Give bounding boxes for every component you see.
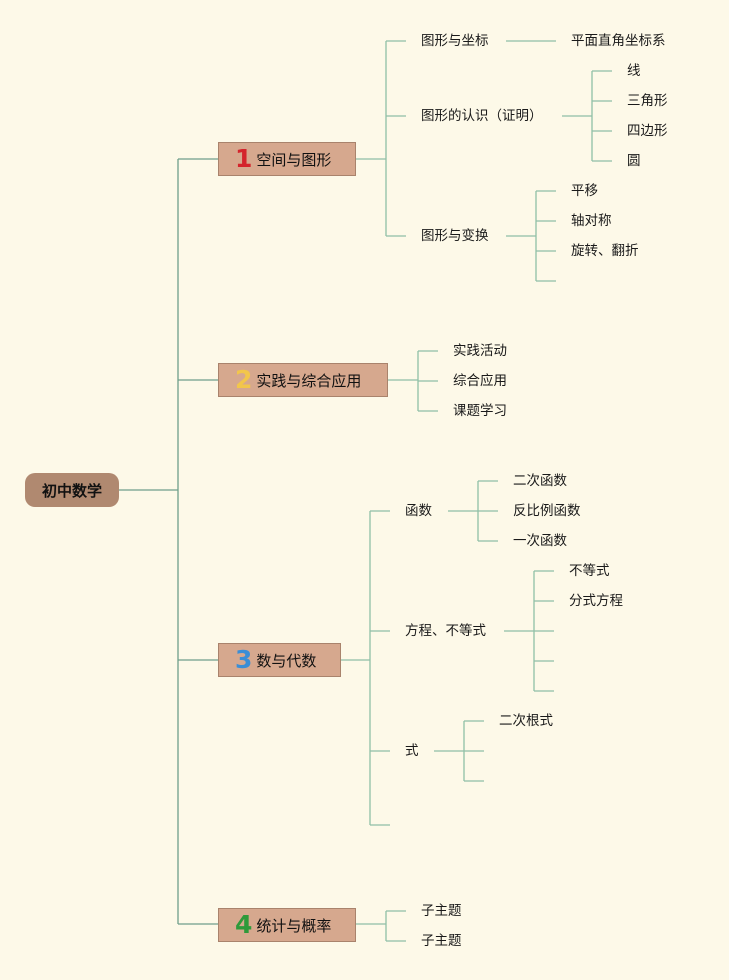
- branch-4-label: 统计与概率: [256, 916, 332, 935]
- topic-fractional-equation[interactable]: 分式方程: [569, 593, 623, 609]
- connector-expression: [434, 720, 484, 782]
- branch-1-label: 空间与图形: [256, 150, 332, 169]
- branch-2-topic[interactable]: 2 实践与综合应用: [218, 363, 388, 397]
- branch-4-topic[interactable]: 4 统计与概率: [218, 908, 356, 942]
- topic-practice-activity[interactable]: 实践活动: [453, 343, 507, 359]
- topic-quadratic-radical[interactable]: 二次根式: [499, 713, 553, 729]
- topic-function[interactable]: 函数: [405, 503, 432, 519]
- topic-line[interactable]: 线: [627, 63, 641, 79]
- topic-graph-recognition[interactable]: 图形的认识（证明）: [421, 108, 543, 124]
- root-connector: [119, 158, 218, 925]
- topic-quadratic-function[interactable]: 二次函数: [513, 473, 567, 489]
- topic-project-study[interactable]: 课题学习: [453, 403, 507, 419]
- topic-subtopic-2[interactable]: 子主题: [421, 933, 462, 949]
- topic-circle[interactable]: 圆: [627, 153, 641, 169]
- connector-recognition: [562, 70, 612, 162]
- branch-1-topic[interactable]: 1 空间与图形: [218, 142, 356, 176]
- connector-transform: [506, 190, 556, 282]
- branch-3-connector: [341, 510, 390, 826]
- branch-2-label: 实践与综合应用: [256, 371, 362, 390]
- topic-triangle[interactable]: 三角形: [627, 93, 668, 109]
- connector-equation: [504, 570, 554, 692]
- topic-inequality[interactable]: 不等式: [569, 563, 610, 579]
- connector-function: [448, 480, 498, 542]
- branch-4-connector: [356, 910, 406, 942]
- branch-2-connector: [388, 350, 438, 412]
- topic-linear-function[interactable]: 一次函数: [513, 533, 567, 549]
- branch-3-label: 数与代数: [256, 651, 317, 670]
- topic-graph-transform[interactable]: 图形与变换: [421, 228, 489, 244]
- branch-1-connector: [356, 40, 406, 237]
- topic-translation[interactable]: 平移: [571, 183, 598, 199]
- topic-expression[interactable]: 式: [405, 743, 419, 759]
- branch-3-number: 3: [235, 644, 253, 674]
- branch-3-topic[interactable]: 3 数与代数: [218, 643, 341, 677]
- topic-equation-inequality[interactable]: 方程、不等式: [405, 623, 486, 639]
- branch-1-number: 1: [235, 143, 253, 173]
- branch-4-number: 4: [235, 909, 253, 939]
- topic-inverse-proportion[interactable]: 反比例函数: [513, 503, 581, 519]
- topic-subtopic-1[interactable]: 子主题: [421, 903, 462, 919]
- root-topic[interactable]: 初中数学: [25, 473, 119, 507]
- topic-graph-coordinates[interactable]: 图形与坐标: [421, 33, 489, 49]
- branch-2-number: 2: [235, 364, 253, 394]
- topic-quadrilateral[interactable]: 四边形: [627, 123, 668, 139]
- topic-rotation-flip[interactable]: 旋转、翻折: [571, 243, 639, 259]
- topic-axial-symmetry[interactable]: 轴对称: [571, 213, 612, 229]
- topic-comprehensive-application[interactable]: 综合应用: [453, 373, 507, 389]
- topic-cartesian-plane[interactable]: 平面直角坐标系: [571, 33, 666, 49]
